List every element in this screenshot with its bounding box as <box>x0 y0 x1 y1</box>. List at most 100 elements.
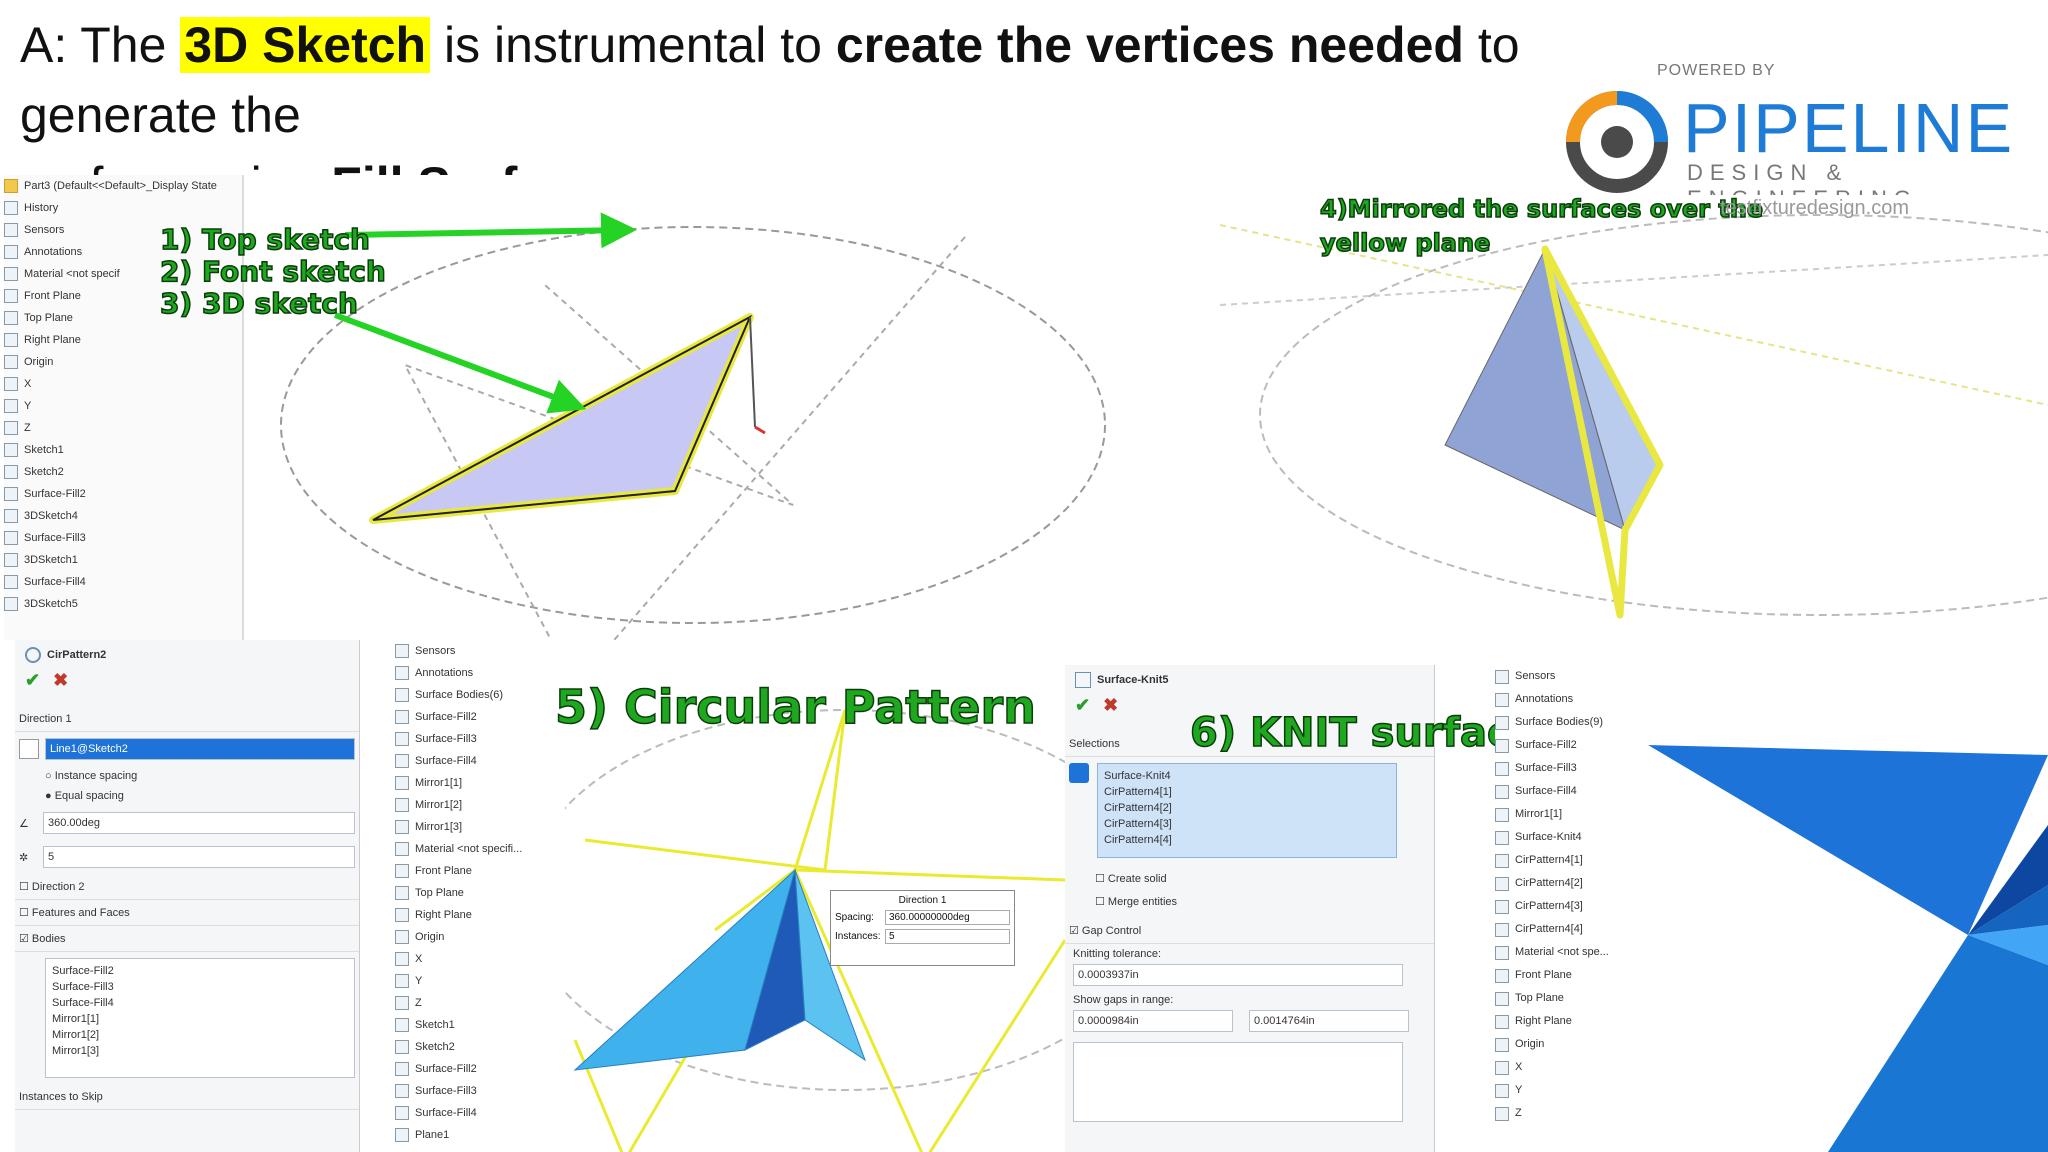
list-item[interactable]: Mirror1[3] <box>52 1045 100 1057</box>
list-item[interactable]: CirPattern4[3] <box>1104 818 1172 830</box>
viewport-mirror[interactable] <box>1220 195 2048 625</box>
tree-item[interactable]: Front Plane <box>1495 964 1665 987</box>
direction-2-header[interactable]: ☐ Direction 2 <box>15 874 359 900</box>
tree-item[interactable]: History <box>4 197 242 219</box>
tree-item[interactable]: 3DSketch1 <box>4 549 242 571</box>
tree-item[interactable]: Annotations <box>395 662 565 684</box>
instances-field[interactable]: 5 <box>43 846 355 868</box>
tree-item[interactable]: Mirror1[3] <box>395 816 565 838</box>
tree-item[interactable]: Y <box>4 395 242 417</box>
list-item[interactable]: Mirror1[2] <box>52 1029 100 1041</box>
tree-item[interactable]: Y <box>1495 1079 1665 1102</box>
tree-item[interactable]: Surface-Fill3 <box>4 527 242 549</box>
list-item[interactable]: Surface-Fill2 <box>52 965 114 977</box>
tree-item[interactable]: Surface Bodies(6) <box>395 684 565 706</box>
tree-item[interactable]: Sensors <box>1495 665 1665 688</box>
tree-header[interactable]: Part3 (Default<<Default>_Display State <box>4 175 242 197</box>
tree-item[interactable]: Annotations <box>4 241 242 263</box>
tree-item[interactable]: Sensors <box>4 219 242 241</box>
tree-item[interactable]: X <box>4 373 242 395</box>
tree-item[interactable]: CirPattern4[2] <box>1495 872 1665 895</box>
tree-item[interactable]: Origin <box>395 926 565 948</box>
tree-item[interactable]: Surface-Fill4 <box>395 1102 565 1124</box>
instance-spacing-radio[interactable]: ○ Instance spacing <box>45 770 138 782</box>
tree-item[interactable]: 3DSketch5 <box>4 593 242 615</box>
tree-item[interactable]: Surface-Fill2 <box>395 706 565 728</box>
tree-item[interactable]: Y <box>395 970 565 992</box>
knit-surface-4[interactable] <box>1828 935 2048 1152</box>
tree-item[interactable]: Right Plane <box>395 904 565 926</box>
list-item[interactable]: Surface-Fill4 <box>52 997 114 1009</box>
reverse-direction-icon[interactable] <box>19 739 39 759</box>
popup-spacing-field[interactable]: 360.00000000deg <box>885 910 1010 925</box>
tree-item[interactable]: Material <not specif <box>4 263 242 285</box>
tree-item[interactable]: Surface-Fill4 <box>395 750 565 772</box>
tree-item[interactable]: Surface-Fill2 <box>1495 734 1665 757</box>
tree-item[interactable]: Z <box>1495 1102 1665 1125</box>
tree-item[interactable]: Top Plane <box>395 882 565 904</box>
list-item[interactable]: Surface-Fill3 <box>52 981 114 993</box>
tree-item[interactable]: Surface-Fill4 <box>4 571 242 593</box>
knit-surface-5[interactable] <box>1968 925 2048 965</box>
tree-item[interactable]: Sketch1 <box>395 1014 565 1036</box>
viewport-top-sketch[interactable] <box>245 175 1215 640</box>
tree-item[interactable]: Front Plane <box>4 285 242 307</box>
knit-surface-3[interactable] <box>1968 885 2048 935</box>
direction-1-header[interactable]: Direction 1 <box>15 706 359 732</box>
selections-header[interactable]: Selections <box>1065 731 1434 757</box>
bodies-header[interactable]: ☑ Bodies <box>15 926 359 952</box>
tree-item[interactable]: Surface-Fill3 <box>395 728 565 750</box>
tree-item[interactable]: Mirror1[2] <box>395 794 565 816</box>
tree-item[interactable]: Right Plane <box>4 329 242 351</box>
list-item[interactable]: CirPattern4[4] <box>1104 834 1172 846</box>
tree-item[interactable]: Z <box>395 992 565 1014</box>
tree-item[interactable]: Material <not spe... <box>1495 941 1665 964</box>
knit-cancel-button[interactable]: ✖ <box>1103 695 1119 715</box>
tree-item[interactable]: Surface-Fill4 <box>1495 780 1665 803</box>
tree-item[interactable]: Sketch1 <box>4 439 242 461</box>
tree-item[interactable]: Plane1 <box>395 1124 565 1146</box>
tree-item[interactable]: Z <box>4 417 242 439</box>
features-faces-header[interactable]: ☐ Features and Faces <box>15 900 359 926</box>
tree-item[interactable]: Sensors <box>395 640 565 662</box>
instances-to-skip-header[interactable]: Instances to Skip <box>15 1084 359 1110</box>
tree-item[interactable]: Origin <box>1495 1033 1665 1056</box>
knit-tolerance-field[interactable]: 0.0003937in <box>1073 964 1403 986</box>
cancel-button[interactable]: ✖ <box>53 670 69 690</box>
list-item[interactable]: Mirror1[1] <box>52 1013 100 1025</box>
tree-item[interactable]: Surface-Fill2 <box>395 1058 565 1080</box>
tree-item[interactable]: Surface Bodies(9) <box>1495 711 1665 734</box>
tree-item[interactable]: Mirror1[1] <box>395 772 565 794</box>
list-item[interactable]: CirPattern4[1] <box>1104 786 1172 798</box>
list-item[interactable]: Surface-Knit4 <box>1104 770 1171 782</box>
tree-item[interactable]: Top Plane <box>4 307 242 329</box>
tree-item[interactable]: Top Plane <box>1495 987 1665 1010</box>
create-solid-checkbox[interactable]: ☐ Create solid <box>1095 873 1167 885</box>
angle-field[interactable]: 360.00deg <box>43 812 355 834</box>
tree-item[interactable]: Annotations <box>1495 688 1665 711</box>
tree-item[interactable]: Material <not specifi... <box>395 838 565 860</box>
tree-item[interactable]: CirPattern4[4] <box>1495 918 1665 941</box>
knit-ok-button[interactable]: ✔ <box>1075 695 1091 715</box>
merge-entities-checkbox[interactable]: ☐ Merge entities <box>1095 896 1178 908</box>
ok-button[interactable]: ✔ <box>25 670 41 690</box>
tree-item[interactable]: CirPattern4[1] <box>1495 849 1665 872</box>
knit-surface-1[interactable] <box>1648 745 2048 935</box>
tree-item[interactable]: Surface-Fill2 <box>4 483 242 505</box>
gaps-list[interactable] <box>1073 1042 1403 1122</box>
popup-instances-field[interactable]: 5 <box>885 929 1010 944</box>
tree-item[interactable]: 3DSketch4 <box>4 505 242 527</box>
viewport-knit-result[interactable] <box>1648 665 2048 1152</box>
tree-item[interactable]: Sketch2 <box>4 461 242 483</box>
tree-item[interactable]: Surface-Fill3 <box>395 1080 565 1102</box>
tree-item[interactable]: Origin <box>4 351 242 373</box>
tree-item[interactable]: Front Plane <box>395 860 565 882</box>
tree-item[interactable]: Right Plane <box>1495 1010 1665 1033</box>
list-item[interactable]: CirPattern4[2] <box>1104 802 1172 814</box>
tree-item[interactable]: X <box>395 948 565 970</box>
gap-control-header[interactable]: ☑ Gap Control <box>1065 918 1434 944</box>
gap-max-field[interactable]: 0.0014764in <box>1249 1010 1409 1032</box>
tree-item[interactable]: CirPattern4[3] <box>1495 895 1665 918</box>
